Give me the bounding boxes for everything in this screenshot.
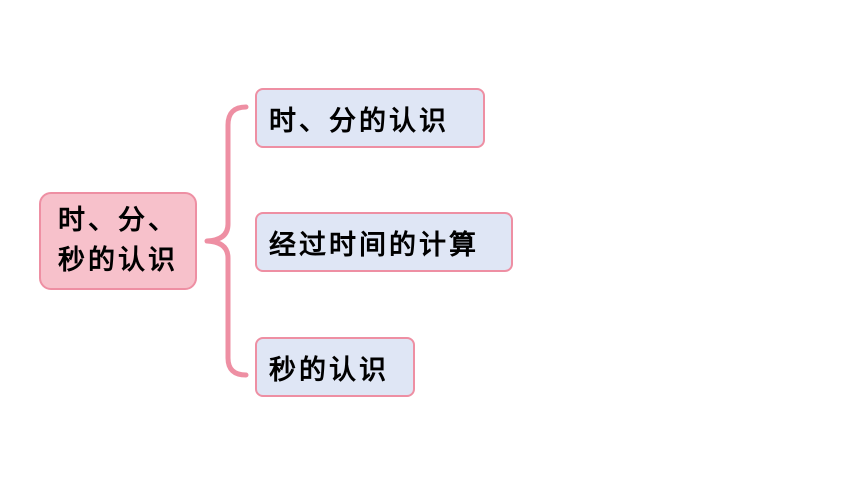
- subtopic-node-hours-minutes: 时、分的认识: [255, 88, 485, 148]
- root-topic-line-2: 秒的认识: [58, 245, 178, 276]
- root-topic-line-1: 时、分、: [58, 205, 178, 236]
- subtopic-node-elapsed-time: 经过时间的计算: [255, 212, 513, 272]
- subtopic-node-seconds: 秒的认识: [255, 337, 415, 397]
- root-topic-node: 时、分、 秒的认识: [39, 192, 197, 290]
